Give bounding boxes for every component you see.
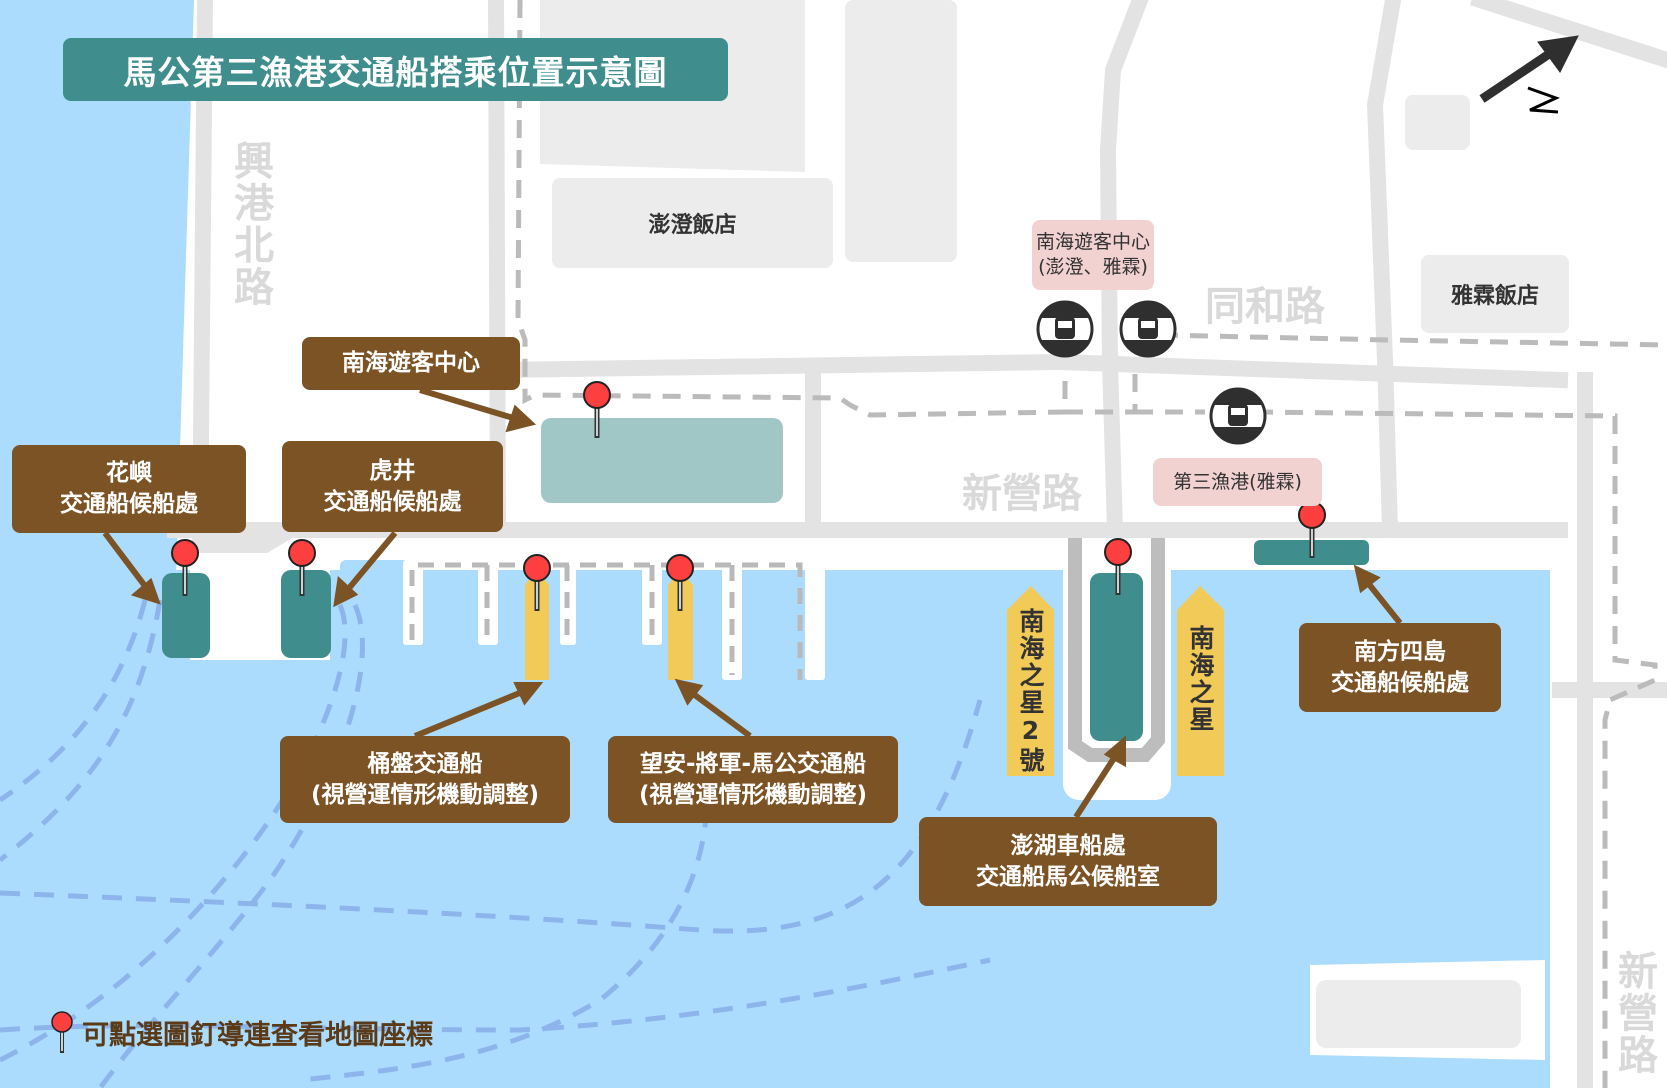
road-label-xinggang-north: 興港北路 <box>227 140 273 308</box>
map-pin-wangan[interactable] <box>665 553 695 613</box>
bus-stop-label-third-port: 第三漁港(雅霖) <box>1153 458 1322 506</box>
map-pin-huayu[interactable] <box>170 538 200 598</box>
callout-arrows <box>102 387 1403 819</box>
berthed-boats <box>525 570 1224 776</box>
road-label-xinying: 新營路 <box>962 471 1082 517</box>
nanhai-visitor-center-building <box>541 418 783 503</box>
map-pin-hujing[interactable] <box>287 538 317 598</box>
callout-penghu-ferry: 澎湖車船處 交通船馬公候船室 <box>919 817 1217 906</box>
ship-label-nanhai-star-2: 南海之星2號 <box>1016 608 1045 774</box>
road-label-xinying-east: 新營路 <box>1611 950 1657 1076</box>
map-pin-nanhai-center[interactable] <box>582 380 612 440</box>
north-arrow-icon <box>1479 35 1579 114</box>
bus-stop-name: 南海遊客中心 <box>1035 231 1150 253</box>
map-pin-south-four-islands[interactable] <box>1297 500 1327 560</box>
building-yalin-hotel: 雅霖飯店 <box>1450 284 1539 309</box>
road-label-tonghe: 同和路 <box>1205 284 1325 330</box>
callout-huayu: 花嶼 交通船候船處 <box>12 445 246 533</box>
bus-stop-label-nanhai: 南海遊客中心 (澎澄、雅霖) <box>1032 220 1154 290</box>
ship-label-nanhai-star: 南海之星 <box>1186 625 1215 733</box>
finger-piers <box>403 560 825 680</box>
map-pin-icon <box>51 1011 73 1053</box>
callout-tongpan: 桶盤交通船 (視營運情形機動調整) <box>280 736 570 823</box>
legend-text: 可點選圖釘導連查看地圖座標 <box>82 1019 433 1051</box>
callout-nanhai-center: 南海遊客中心 <box>302 337 520 390</box>
building-southeast <box>1316 980 1521 1048</box>
legend: 可點選圖釘導連查看地圖座標 <box>50 1010 433 1054</box>
bus-routes <box>515 0 1667 1088</box>
map-pin-tongpan[interactable] <box>522 553 552 613</box>
map-pin-penghu-ferry[interactable] <box>1103 537 1133 597</box>
bus-stop-name: 第三漁港(雅霖) <box>1173 470 1302 493</box>
callout-wangan: 望安-將軍-馬公交通船 (視營運情形機動調整) <box>608 736 898 823</box>
building-pengcheng-hotel: 澎澄飯店 <box>648 213 737 238</box>
callout-south-four-islands: 南方四島 交通船候船處 <box>1299 623 1501 712</box>
callout-hujing: 虎井 交通船候船處 <box>282 441 503 532</box>
bus-stop-icons <box>1036 300 1267 445</box>
bus-stop-routes: (澎澄、雅霖) <box>1038 256 1148 278</box>
page-title: 馬公第三漁港交通船搭乘位置示意圖 <box>63 38 728 101</box>
